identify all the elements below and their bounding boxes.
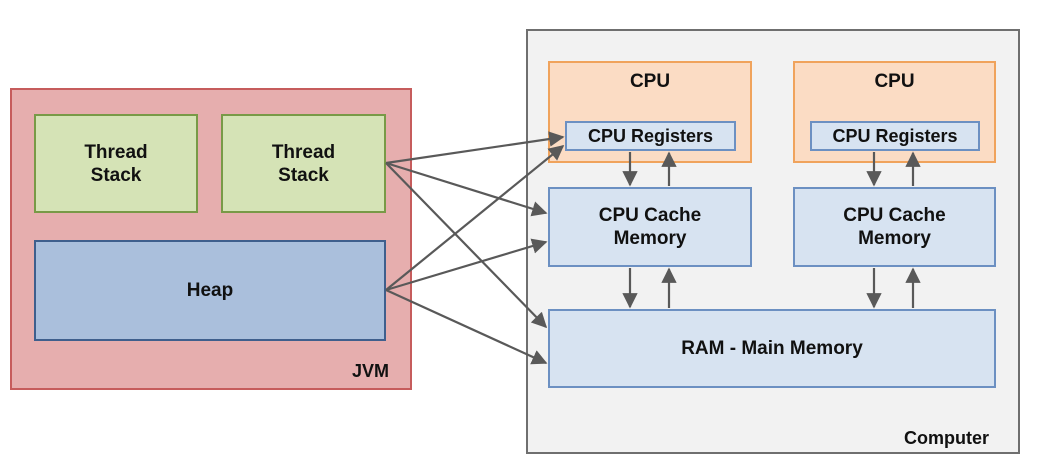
arrow-thread-to-cache: [385, 161, 548, 217]
cpu-1-cache-memory: CPU Cache Memory: [548, 187, 752, 267]
cpu-1-registers-label: CPU Registers: [587, 125, 714, 146]
thread-stack-2-label: Thread Stack: [271, 141, 336, 186]
cpu-2-cache-memory: CPU Cache Memory: [793, 187, 996, 267]
thread-stack-1: Thread Stack: [34, 114, 198, 213]
cpu-1-cache-label: CPU Cache Memory: [598, 205, 702, 249]
computer-label: Computer: [904, 428, 989, 448]
cpu-2-cache-label: CPU Cache Memory: [843, 205, 946, 249]
heap-label: Heap: [186, 280, 234, 301]
thread-stack-1-label: Thread Stack: [84, 141, 148, 186]
cpu-1-title: CPU: [629, 71, 671, 92]
ram-main-memory: RAM - Main Memory: [548, 309, 996, 388]
cpu-2-registers-label: CPU Registers: [832, 125, 958, 146]
jvm-label: JVM: [352, 361, 390, 381]
arrow-heap-to-cache: [385, 238, 548, 292]
arrow-thread-to-registers: [385, 131, 565, 165]
cpu-2-registers: CPU Registers: [810, 121, 980, 151]
thread-stack-2: Thread Stack: [221, 114, 386, 213]
cpu-2-title: CPU: [874, 71, 915, 92]
cpu-1-registers: CPU Registers: [565, 121, 736, 151]
heap: Heap: [34, 240, 386, 341]
arrow-heap-to-registers: [385, 145, 565, 291]
ram-label: RAM - Main Memory: [681, 338, 863, 359]
arrow-thread-to-ram: [385, 162, 548, 329]
arrow-heap-to-ram: [385, 288, 548, 365]
